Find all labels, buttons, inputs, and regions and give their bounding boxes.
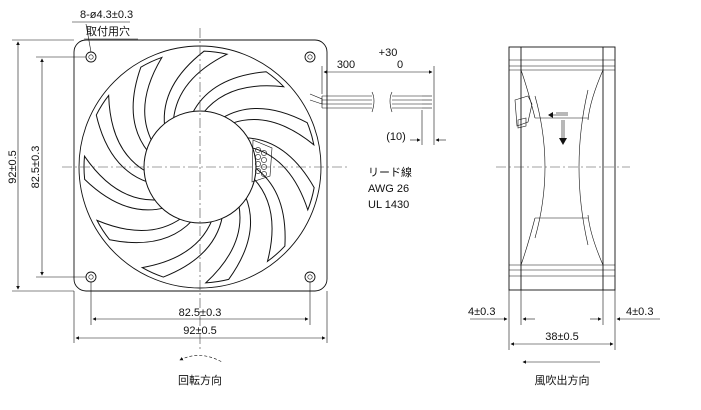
impeller-blade [244,137,315,212]
dim-height-outer: 92±0.5 [7,150,19,184]
wire-spec-1: リード線 [368,165,412,179]
impeller-blade [95,217,194,244]
dim-height-pitch: 82.5±0.3 [30,146,42,189]
rotation-arrow [179,355,223,363]
impeller-blade [132,56,163,153]
impeller-blade [252,166,286,263]
fan-frame [73,39,328,292]
strip-length: (10) [386,131,406,143]
wire-spec-3: UL 1430 [368,199,409,211]
hole-spec: 8-ø4.3±0.3 [80,9,133,21]
lead-wire: +30 300 0 (10) リード線 AWG 26 UL 1430 [309,47,446,211]
impeller-blade [83,154,166,211]
impeller-blade [204,195,252,284]
dim-width-pitch: 82.5±0.3 [179,307,222,319]
hub-label-mesh [251,139,273,183]
impeller-blade [140,215,224,278]
hole-note: 取付用穴 [86,24,130,38]
depth-dim: 38±0.5 [545,331,579,343]
front-view: 8-ø4.3±0.3 取付用穴 92±0.5 82.5±0.3 82.5±0.3… [7,9,350,387]
impeller-blades [83,50,315,284]
impeller-blade [221,108,315,147]
wire-spec-2: AWG 26 [368,183,409,195]
impeller-blade [95,94,149,183]
length-value: 300 [337,59,355,71]
impeller-blade [163,50,229,128]
side-view: 4±0.3 4±0.3 38±0.5 風吹出方向 [468,46,660,387]
impeller-blade [191,71,286,115]
airflow-label: 風吹出方向 [535,373,590,387]
dim-width-outer: 92±0.5 [183,325,217,337]
rotation-label: 回転方向 [178,373,222,387]
length-tol-minus: 0 [397,59,403,71]
length-tol-plus: +30 [379,47,398,59]
flange-left: 4±0.3 [468,306,495,318]
flange-right: 4±0.3 [626,306,653,318]
side-outline [508,46,616,291]
